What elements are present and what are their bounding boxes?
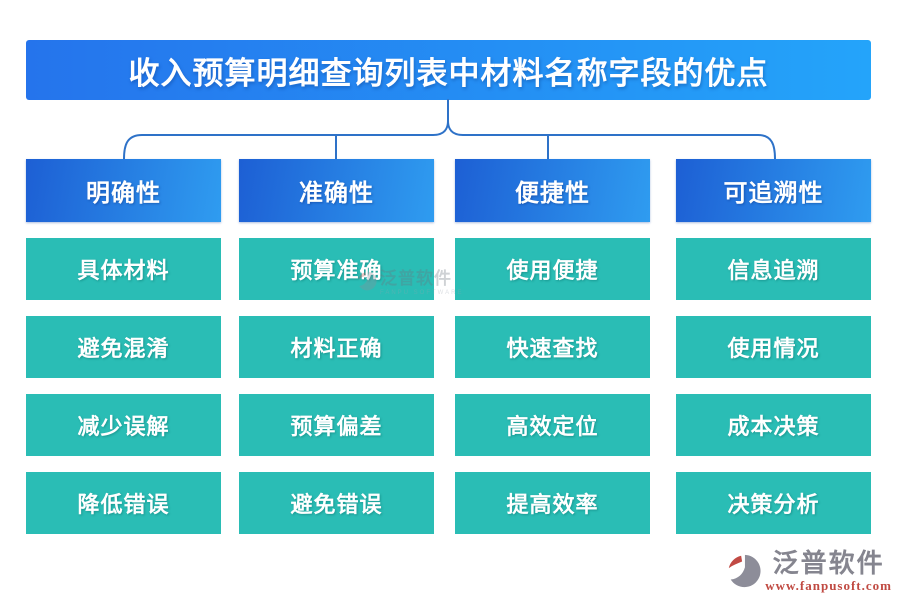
fanpu-brand-logo[interactable]: 泛普软件 www.fanpusoft.com bbox=[725, 550, 892, 594]
benefit-item: 减少误解 bbox=[26, 394, 221, 456]
benefit-item: 降低错误 bbox=[26, 472, 221, 534]
benefit-item: 提高效率 bbox=[455, 472, 650, 534]
fanpu-logo-icon bbox=[729, 554, 761, 588]
category-header: 可追溯性 bbox=[676, 159, 871, 222]
logo-website-url[interactable]: www.fanpusoft.com bbox=[765, 578, 892, 593]
category-header: 便捷性 bbox=[455, 159, 650, 222]
benefit-item: 避免错误 bbox=[239, 472, 434, 534]
category-header: 明确性 bbox=[26, 159, 221, 222]
title-banner: 收入预算明细查询列表中材料名称字段的优点 bbox=[26, 40, 871, 100]
benefit-item: 具体材料 bbox=[26, 238, 221, 300]
category-column-2: 准确性 预算准确 材料正确 预算偏差 避免错误 bbox=[239, 159, 434, 534]
benefit-item: 高效定位 bbox=[455, 394, 650, 456]
benefit-item: 信息追溯 bbox=[676, 238, 871, 300]
benefit-item: 成本决策 bbox=[676, 394, 871, 456]
benefit-item: 预算准确 bbox=[239, 238, 434, 300]
benefit-item: 使用情况 bbox=[676, 316, 871, 378]
benefit-item: 预算偏差 bbox=[239, 394, 434, 456]
connector-lines bbox=[123, 99, 776, 160]
page-title: 收入预算明细查询列表中材料名称字段的优点 bbox=[128, 55, 769, 91]
benefit-item: 决策分析 bbox=[676, 472, 871, 534]
benefit-item: 使用便捷 bbox=[455, 238, 650, 300]
category-column-3: 便捷性 使用便捷 快速查找 高效定位 提高效率 bbox=[455, 159, 650, 534]
logo-texts: 泛普软件 www.fanpusoft.com bbox=[765, 550, 892, 594]
logo-company-name: 泛普软件 bbox=[772, 548, 885, 578]
benefit-item: 快速查找 bbox=[455, 316, 650, 378]
category-header: 准确性 bbox=[239, 159, 434, 222]
benefit-item: 避免混淆 bbox=[26, 316, 221, 378]
category-column-4: 可追溯性 信息追溯 使用情况 成本决策 决策分析 bbox=[676, 159, 871, 534]
benefit-item: 材料正确 bbox=[239, 316, 434, 378]
category-column-1: 明确性 具体材料 避免混淆 减少误解 降低错误 bbox=[26, 159, 221, 534]
